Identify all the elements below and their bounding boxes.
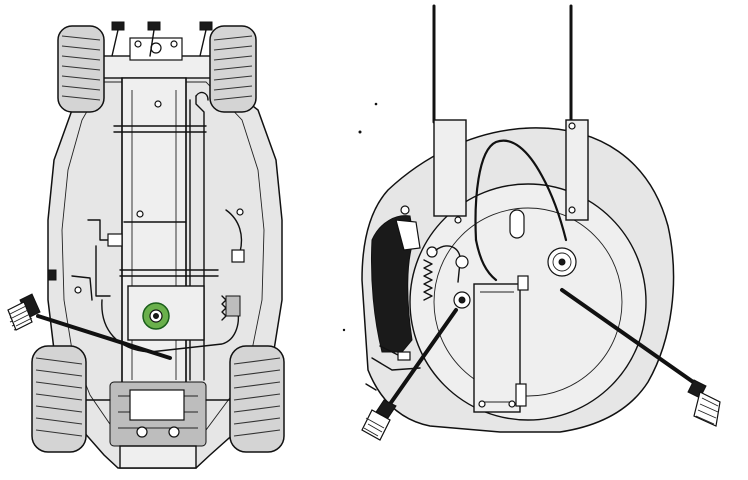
control-cable [474, 139, 568, 242]
riding-mower-underside [7, 21, 285, 469]
discharge-flap [395, 219, 421, 251]
bolt-icon [400, 205, 410, 215]
debris-dot [374, 102, 378, 106]
wheel-bracket-left [433, 119, 467, 217]
rear-guard-plate [473, 283, 521, 413]
walk-behind-mower-deck-underside [342, 4, 721, 441]
bolt-icon [74, 286, 82, 294]
left-deck-link [71, 275, 93, 301]
bracket-plate-right [231, 249, 245, 263]
blade-cutting-inner [433, 207, 623, 397]
front-tab-right [199, 21, 213, 31]
front-tab-mid [147, 21, 161, 31]
bolt-icon [236, 208, 244, 216]
cross-member-3 [119, 269, 219, 277]
rear-left-tire [31, 345, 87, 453]
left-deck-clip [47, 269, 57, 281]
bolt-icon [154, 100, 162, 108]
wheel-bracket-right [565, 119, 589, 221]
front-left-tire [57, 25, 105, 113]
debris-dot [342, 328, 346, 332]
bolt-icon [136, 210, 144, 218]
blade-cutting-circle [409, 183, 647, 421]
brush-icon [361, 308, 458, 441]
transaxle-cover [129, 389, 185, 421]
rear-link-left [371, 357, 421, 371]
right-bracket [225, 209, 243, 253]
brush-icon [560, 288, 721, 427]
idler-bracket [225, 295, 241, 317]
deck-spring [423, 259, 433, 301]
front-axle-pivot [150, 42, 162, 54]
bracket-plate-left [107, 233, 123, 247]
brush-icon [7, 293, 172, 360]
front-bolt-right [170, 40, 178, 48]
front-tab-left [111, 21, 125, 31]
control-rod-2 [195, 95, 205, 381]
left-hanger [95, 245, 111, 297]
front-right-tire [209, 25, 257, 113]
guard-clip [515, 383, 527, 407]
rear-right-tire [229, 345, 285, 453]
debris-dot [358, 130, 362, 134]
shift-rod [195, 91, 209, 101]
rear-plate [119, 445, 197, 469]
front-bolt-left [134, 40, 142, 48]
height-adjust-slot [509, 209, 525, 239]
